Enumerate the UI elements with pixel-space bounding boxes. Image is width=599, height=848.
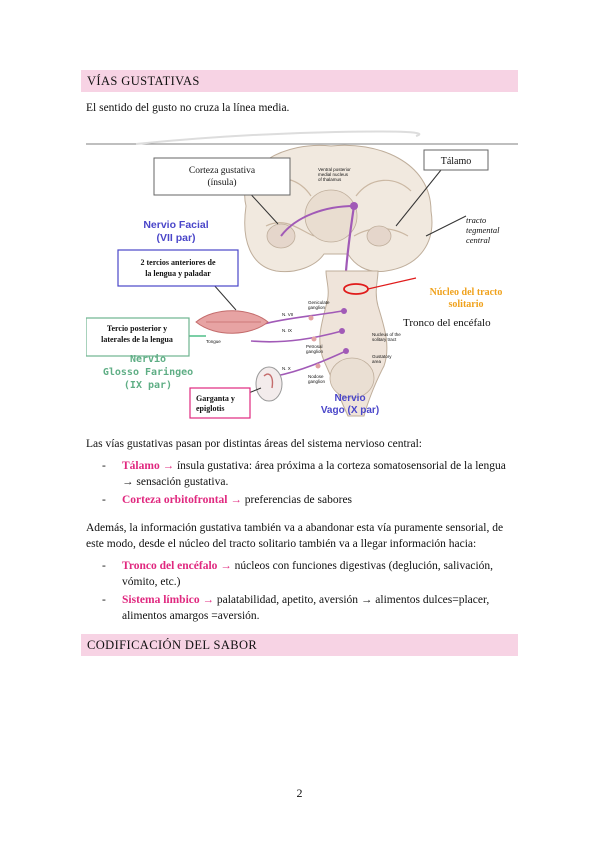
figure-label-n-vii: N. VII	[282, 312, 293, 317]
list-item-talamo: - Tálamo → ínsula gustativa: área próxim…	[102, 460, 506, 488]
pathway-list-1: - Tálamo → ínsula gustativa: área próxim…	[102, 458, 518, 510]
list-item-tronco: - Tronco del encéfalo → núcleos con func…	[102, 560, 494, 588]
section-header-codificacion: CODIFICACIÓN DEL SABOR	[81, 634, 518, 656]
tercio-box	[86, 317, 190, 357]
arrow-icon: →	[360, 594, 373, 606]
facial-nerve-fiber	[263, 310, 343, 325]
brainstem	[319, 270, 388, 417]
throat-drawing	[255, 366, 283, 402]
arrow-icon: →	[122, 476, 134, 488]
arrow-icon: →	[202, 594, 215, 606]
petrosal-ganglion-dot	[311, 336, 317, 342]
pathways-intro: Las vías gustativas pasan por distintas …	[86, 438, 422, 450]
term-tronco: Tronco del encéfalo	[122, 560, 218, 572]
figure-scribble-line	[135, 130, 421, 145]
term-corteza-orbitofrontal: Corteza orbitofrontal	[122, 494, 228, 506]
intro-paragraph: El sentido del gusto no cruza la línea m…	[86, 102, 290, 114]
garganta-box	[189, 387, 251, 419]
pathway-list-2: - Tronco del encéfalo → núcleos con func…	[102, 558, 518, 626]
figure-label-nervio-facial: Nervio Facial(VII par)	[143, 219, 208, 244]
talamo-box	[423, 149, 489, 171]
figure-label-n-ix: N. IX	[282, 328, 292, 333]
nodose-ganglion-dot	[315, 363, 321, 369]
page-number: 2	[296, 786, 303, 800]
arrow-icon: →	[230, 494, 242, 506]
arrow-icon: →	[220, 560, 232, 572]
nucleus-dot-1	[341, 308, 347, 314]
section-title: CODIFICACIÓN DEL SABOR	[87, 638, 258, 652]
list-item-corteza-orbitofrontal: - Corteza orbitofrontal → preferencias d…	[102, 494, 353, 506]
figure-label-tongue: Tongue	[206, 339, 221, 344]
insula-pathway-line	[280, 205, 355, 237]
arrow-icon: →	[162, 460, 175, 472]
corteza-box	[153, 157, 291, 196]
figure-label-tronco: Tronco del encéfalo	[403, 317, 491, 329]
term-talamo: Tálamo	[122, 460, 160, 472]
figure-label-talamo: Tálamo	[441, 156, 472, 167]
vagus-nerve-fiber	[275, 350, 347, 377]
section-header-vias-gustativas: VÍAS GUSTATIVAS	[81, 70, 518, 92]
glosso-nerve-fiber	[250, 330, 343, 343]
figure-label-n-x: N. X	[282, 366, 291, 371]
list-item-sistema-limbico: - Sistema límbico → palatabilidad, apeti…	[102, 594, 490, 622]
brain-coronal-section	[244, 144, 433, 273]
additional-info-paragraph: Además, la información gustativa también…	[86, 522, 504, 550]
figure-label-corteza: Corteza gustativa(ínsula)	[189, 166, 256, 188]
dos-tercios-box	[117, 249, 239, 287]
term-sistema-limbico: Sistema límbico	[122, 594, 200, 606]
section-title: VÍAS GUSTATIVAS	[87, 74, 200, 88]
geniculate-ganglion-dot	[308, 315, 314, 321]
tongue-drawing	[195, 310, 269, 334]
